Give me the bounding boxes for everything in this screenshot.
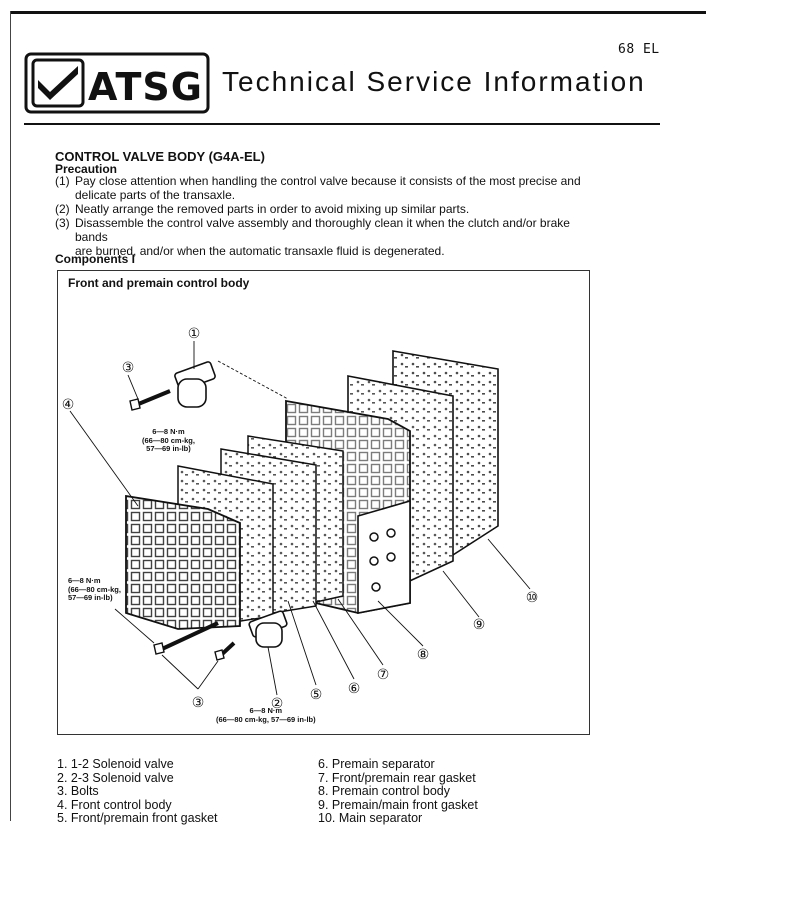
parts-list-item: 2. 2-3 Solenoid valve (57, 770, 174, 785)
precaution-text: Neatly arrange the removed parts in orde… (75, 202, 470, 216)
precaution-heading: Precaution (55, 162, 118, 176)
callout-2: ② (271, 696, 284, 712)
components-heading: Components I (55, 252, 135, 266)
parts-list-left: 1. 1-2 Solenoid valve 2. 2-3 Solenoid va… (57, 757, 218, 826)
callout-numbers: ① ② ③ ③ ④ ⑤ ⑥ ⑦ ⑧ ⑨ ⑩ (62, 326, 539, 712)
front-control-body (125, 494, 241, 630)
solenoid-valve-2-3 (248, 610, 288, 648)
parts-list-item: 10. Main separator (318, 811, 423, 826)
parts-list-item: 9. Premain/main front gasket (318, 797, 478, 812)
parts-list-item: 5. Front/premain front gasket (57, 811, 218, 826)
logo-text: ATSG (88, 65, 203, 109)
solenoid-valve-1-2 (174, 361, 216, 408)
figure-caption: Front and premain control body (68, 276, 250, 290)
callout-3-upper: ③ (122, 360, 135, 376)
section-title: CONTROL VALVE BODY (G4A-EL) (55, 149, 265, 164)
callout-7: ⑦ (377, 667, 390, 683)
parts-list-item: 1. 1-2 Solenoid valve (57, 757, 174, 771)
callout-3-lower: ③ (192, 695, 205, 711)
parts-list-right: 6. Premain separator 7. Front/premain re… (318, 757, 478, 826)
top-border-rule (10, 11, 706, 14)
torque-spec-upper: 6—8 N·m (66—80 cm-kg, 57—69 in-lb) (142, 427, 195, 453)
precaution-text: Pay close attention when handling the co… (75, 174, 581, 202)
precaution-item: (3) Disassemble the control valve assemb… (55, 216, 595, 258)
parts-list-item: 4. Front control body (57, 797, 172, 812)
exploded-diagram-figure: Front and premain control body (57, 270, 590, 735)
parts-list-item: 8. Premain control body (318, 784, 451, 799)
callout-4: ④ (62, 397, 75, 413)
parts-list-item: 6. Premain separator (318, 757, 435, 771)
torque-spec-left: 6—8 N·m (66—80 cm-kg, 57—69 in-lb) (68, 576, 121, 602)
callout-8: ⑧ (417, 647, 430, 663)
precaution-text: Disassemble the control valve assembly a… (75, 216, 570, 258)
precaution-item: (1) Pay close attention when handling th… (55, 174, 595, 202)
precaution-number: (3) (55, 216, 70, 230)
callout-1: ① (188, 326, 201, 342)
header-rule (24, 123, 660, 125)
atsg-logo: ATSG (24, 52, 210, 114)
parts-list-item: 7. Front/premain rear gasket (318, 770, 476, 785)
page-code: 68 EL (618, 42, 660, 57)
precaution-number: (2) (55, 202, 70, 216)
callout-10: ⑩ (526, 590, 539, 606)
callout-5: ⑤ (310, 687, 323, 703)
callout-6: ⑥ (348, 681, 361, 697)
bolts (129, 389, 236, 661)
exploded-diagram: ① ② ③ ③ ④ ⑤ ⑥ ⑦ ⑧ ⑨ ⑩ (62, 326, 539, 712)
callout-9: ⑨ (473, 617, 486, 633)
parts-list-item: 3. Bolts (57, 784, 99, 799)
page-header-title: Technical Service Information (222, 66, 646, 97)
leader-lines (69, 341, 531, 696)
torque-spec-lower: 6—8 N·m (66—80 cm-kg, 57—69 in-lb) (216, 706, 316, 724)
precaution-list: (1) Pay close attention when handling th… (55, 174, 595, 258)
precaution-item: (2) Neatly arrange the removed parts in … (55, 202, 595, 216)
left-margin-rule (10, 11, 11, 821)
precaution-number: (1) (55, 174, 70, 188)
